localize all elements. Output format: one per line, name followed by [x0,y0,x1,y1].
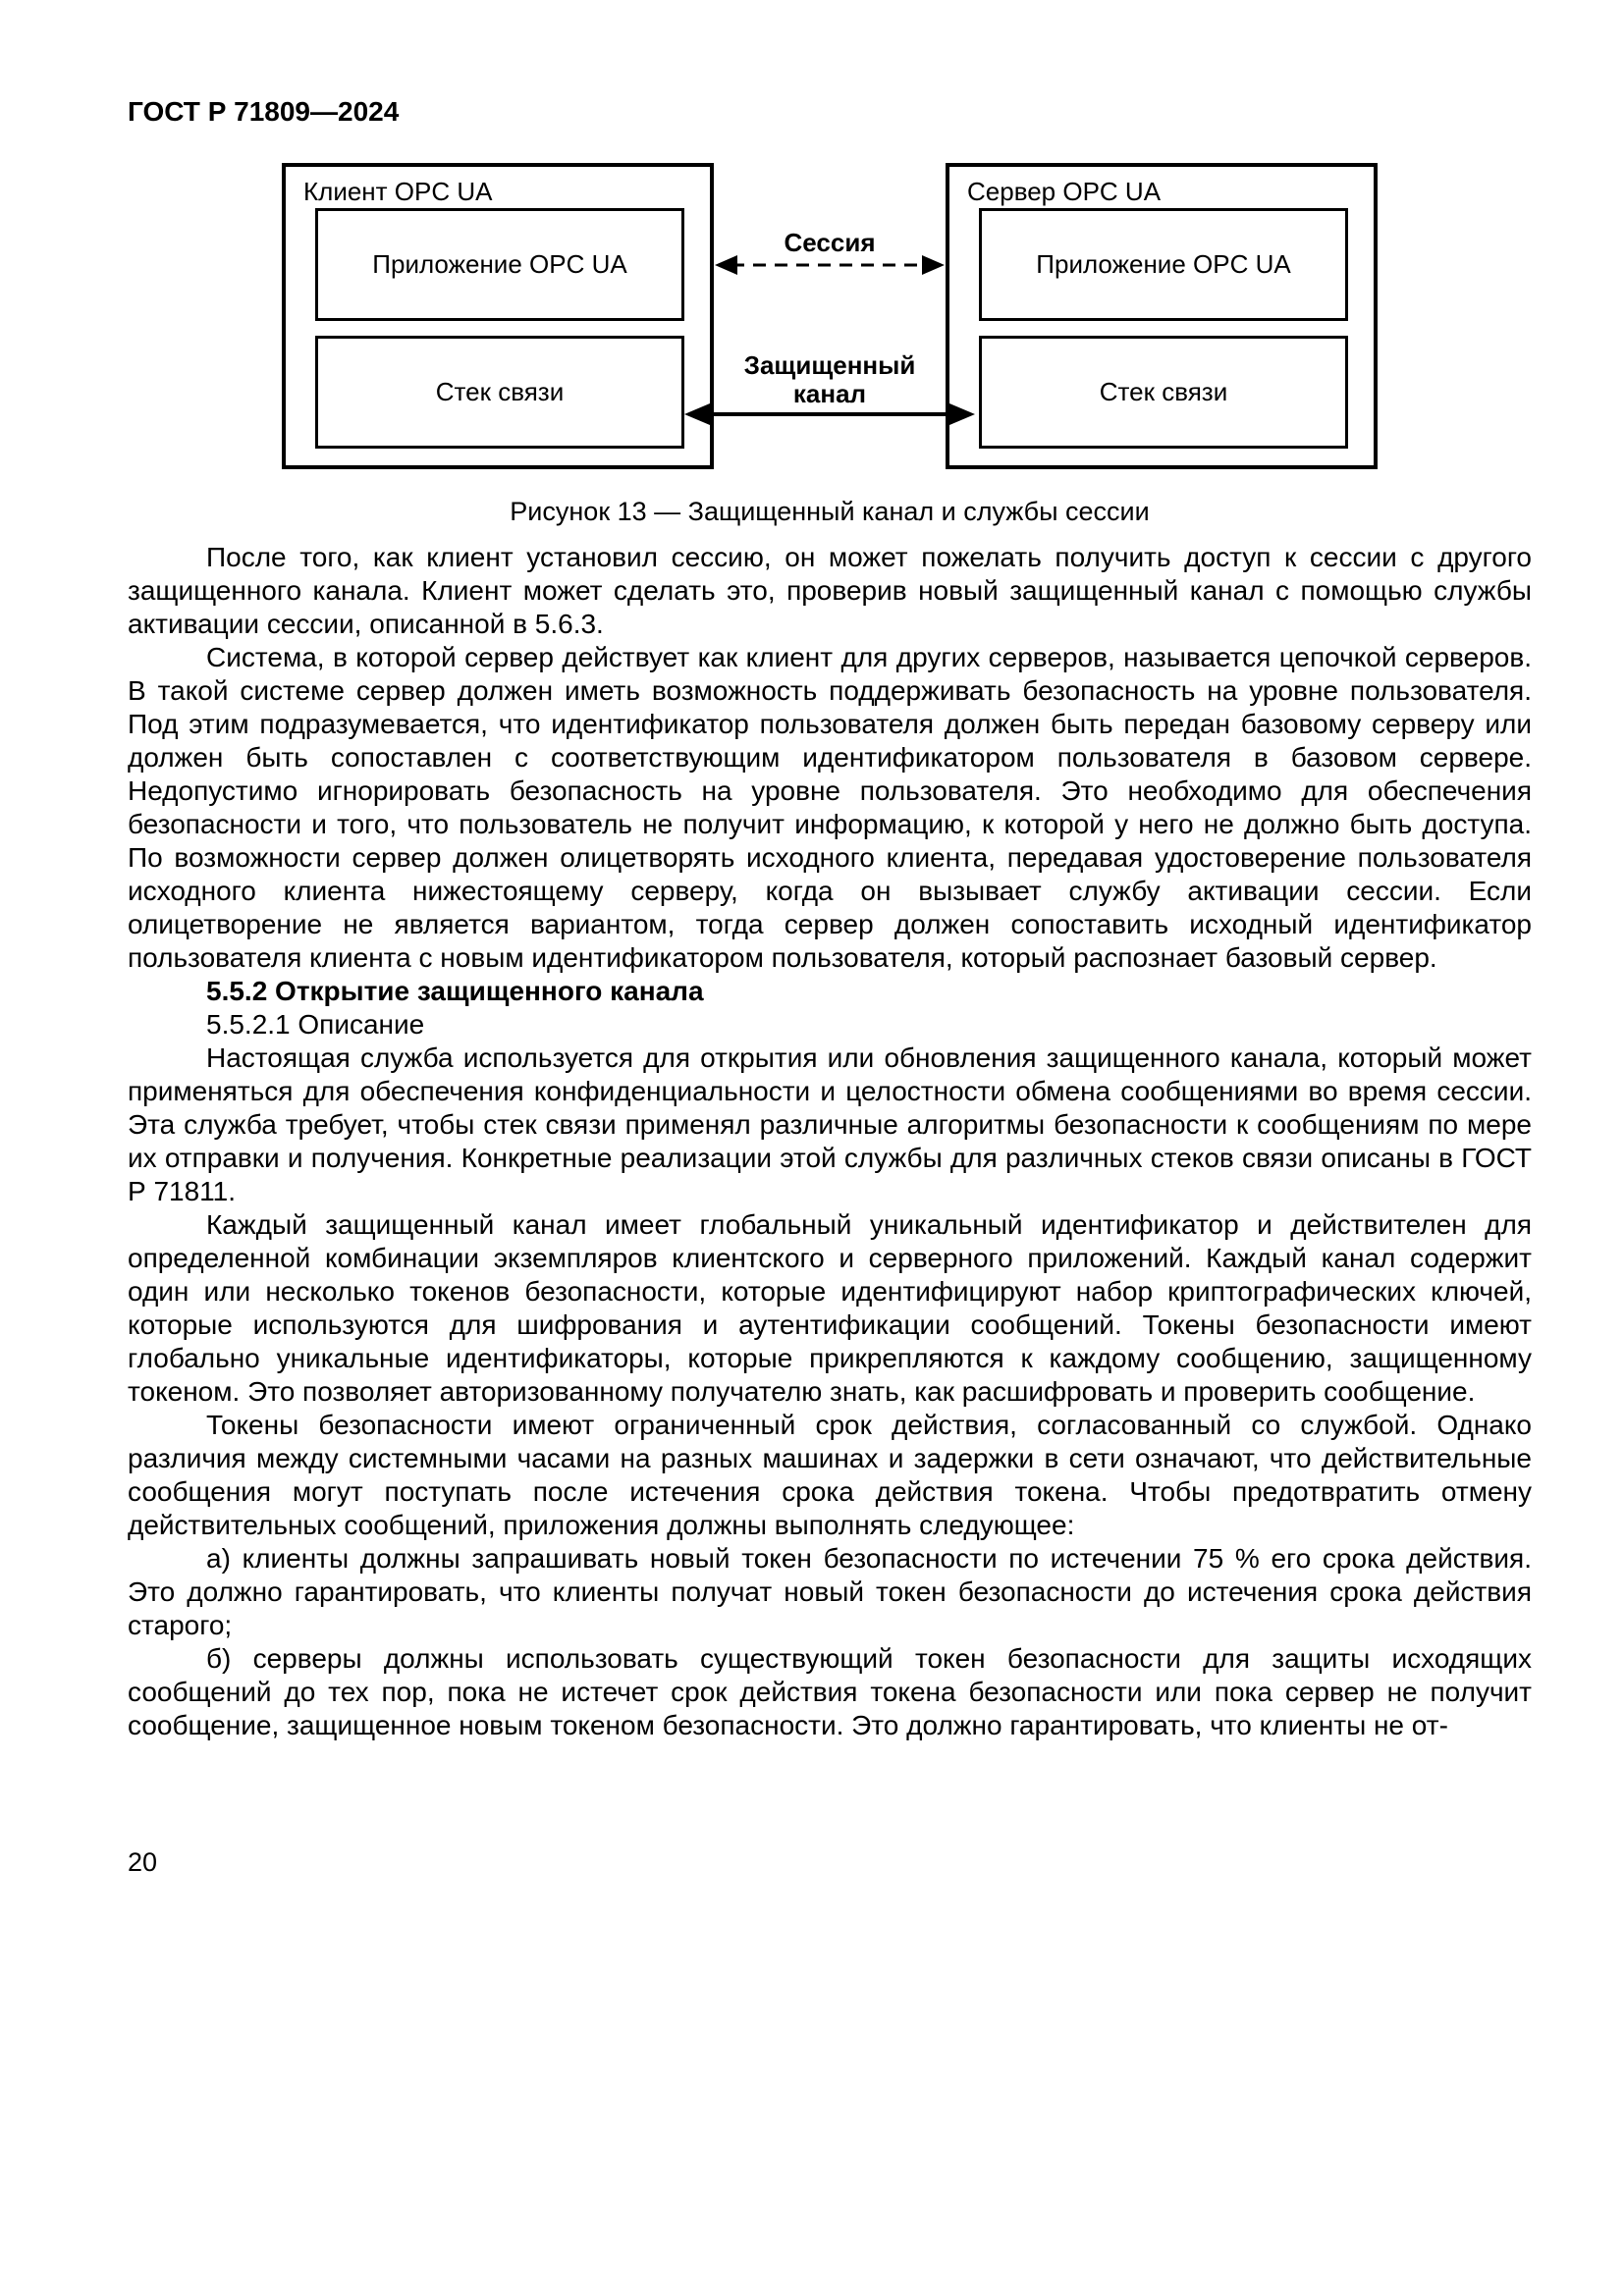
client-stack-box: Стек связи [315,336,684,449]
client-application-box: Приложение OPC UA [315,208,684,321]
session-arrow-label: Сессия [784,228,876,257]
list-item-b: б) серверы должны использовать существую… [128,1643,1532,1740]
client-opcua-box: Клиент OPC UA Приложение OPC UA Стек свя… [282,163,714,469]
paragraph-4: Каждый защищенный канал имеет глобальный… [128,1209,1532,1407]
figure-13-diagram: Клиент OPC UA Приложение OPC UA Стек свя… [282,163,1378,469]
secure-channel-arrow-label: Защищенный канал [714,351,946,408]
doc-number-header: ГОСТ Р 71809—2024 [128,96,400,127]
body-text: После того, как клиент установил сессию,… [128,541,1532,1742]
secure-channel-label-line2: канал [792,379,867,408]
secure-channel-label-line1: Защищенный [743,350,916,380]
client-stack-label: Стек связи [435,377,565,406]
server-box-title: Сервер OPC UA [967,177,1162,206]
server-stack-label: Стек связи [1099,377,1228,406]
server-application-label: Приложение OPC UA [1036,249,1291,279]
paragraph-2: Система, в которой сервер действует как … [128,642,1532,973]
paragraph-5: Токены безопасности имеют ограниченный с… [128,1410,1532,1540]
list-item-a: а) клиенты должны запрашивать новый токе… [128,1543,1532,1640]
server-application-box: Приложение OPC UA [979,208,1348,321]
paragraph-1: После того, как клиент установил сессию,… [128,542,1532,639]
figure-caption: Рисунок 13 — Защищенный канал и службы с… [510,497,1150,526]
page-number: 20 [128,1847,158,1877]
client-application-label: Приложение OPC UA [372,249,627,279]
session-arrow [715,255,945,275]
paragraph-3: Настоящая служба используется для открыт… [128,1042,1532,1206]
server-opcua-box: Сервер OPC UA Приложение OPC UA Стек свя… [946,163,1378,469]
client-box-title: Клиент OPC UA [303,177,493,206]
heading-5-5-2-1: 5.5.2.1 Описание [206,1009,425,1040]
server-stack-box: Стек связи [979,336,1348,449]
heading-5-5-2: 5.5.2 Открытие защищенного канала [206,976,704,1006]
